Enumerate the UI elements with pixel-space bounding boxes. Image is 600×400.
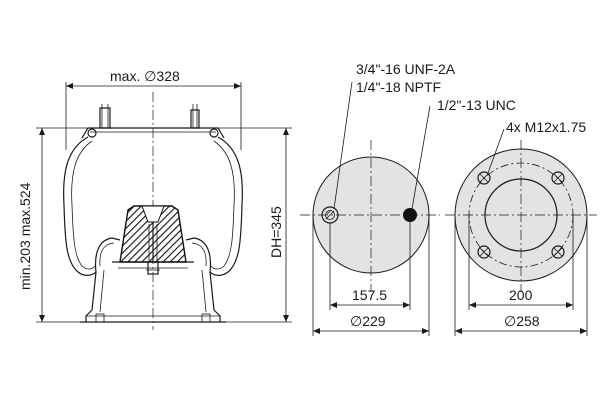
piston-lobe-right-inner (191, 242, 207, 267)
thread-fitting-label: 1/4"-18 NPTF (356, 79, 441, 95)
piston-body-right (209, 271, 221, 322)
bellow-inner-right (210, 140, 235, 270)
bellow-inner-left (71, 140, 96, 270)
piston-lobe-left-inner (99, 242, 115, 267)
bellow-outer-right (209, 136, 243, 276)
piston-base-lug-left (95, 313, 105, 323)
bolt-hole-top-left (477, 171, 491, 185)
bolt-circle-label: 200 (509, 287, 533, 303)
thread-large-label: 3/4"-16 UNF-2A (356, 61, 456, 77)
design-height-label: DH=345 (268, 206, 284, 258)
top-plate-diameter-label: ∅229 (350, 313, 386, 329)
piston-inner-right (201, 269, 207, 313)
bolt-hole-top-right (551, 171, 565, 185)
top-plate-stud-hatch (325, 210, 335, 220)
bolt-pattern-leader (487, 128, 505, 174)
bolt-hole-bottom-right (551, 245, 565, 259)
top-stud-right (190, 109, 200, 129)
piston-lobe-left (94, 237, 121, 273)
top-plate-fitting (403, 208, 417, 222)
thread-center-leader (411, 105, 431, 210)
bolt-hole-bottom-left (477, 245, 491, 259)
thread-center-label: 1/2"-13 UNC (437, 97, 516, 113)
piston-lobe-right (185, 237, 212, 273)
side-view: max. ∅328 min.203 max.524 DH=345 (17, 68, 292, 330)
right-crimp-loop (209, 128, 219, 138)
height-range-label: min.203 max.524 (17, 182, 33, 290)
max-diameter-label: max. ∅328 (110, 68, 180, 84)
thread-stud-leader (333, 81, 353, 210)
left-crimp-loop (87, 128, 97, 138)
top-stud-left (99, 107, 111, 129)
piston-base-lug-right (201, 313, 211, 323)
bottom-plate-view: 4x M12x1.75 200 ∅258 (445, 119, 597, 336)
piston-inner-left (99, 269, 105, 313)
top-bead-plate (81, 127, 225, 139)
offset-dimension-label: 157.5 (352, 287, 387, 303)
bellow-outer-left (63, 136, 97, 276)
bottom-plate-diameter-label: ∅258 (504, 313, 540, 329)
piston-bolt (147, 261, 159, 275)
top-plate-view: 3/4"-16 UNF-2A 1/4"-18 NPTF 1/2"-13 UNC … (300, 61, 516, 336)
top-plate-stud-hatch-2 (326, 209, 332, 215)
bump-stop-recess (141, 205, 165, 223)
piston-body-left (85, 271, 97, 322)
bolt-pattern-label: 4x M12x1.75 (506, 119, 586, 135)
